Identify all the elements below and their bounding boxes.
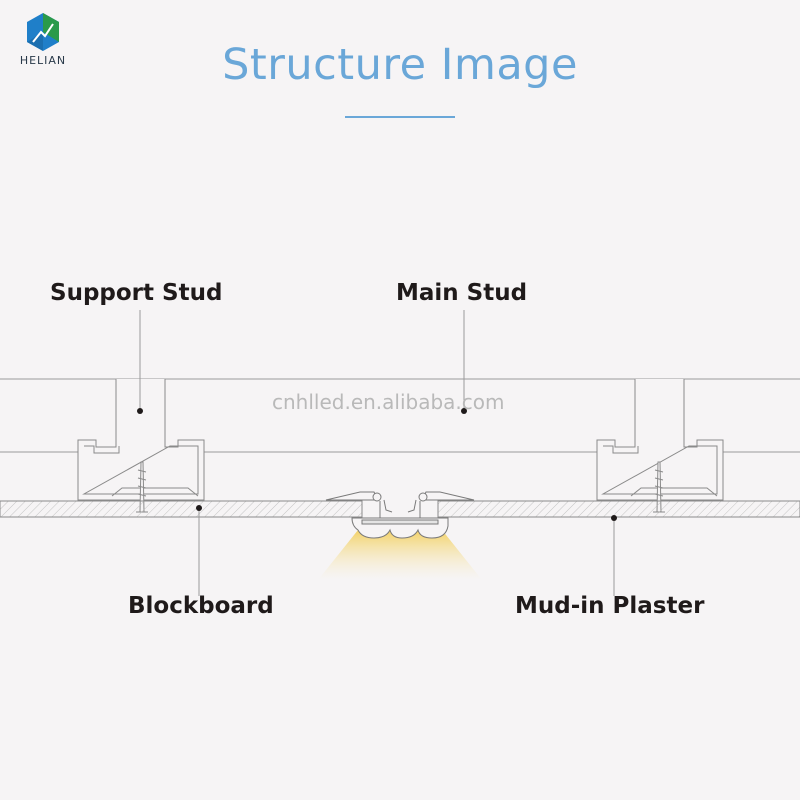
brand-logo: HELIAN <box>14 12 72 67</box>
main-stud-label: Main Stud <box>396 280 528 306</box>
title-underline <box>345 116 455 118</box>
support-stud-label: Support Stud <box>50 280 223 306</box>
led-profile <box>325 491 475 539</box>
blockboard-layer <box>0 500 800 518</box>
blockboard-label: Blockboard <box>128 593 274 619</box>
light-beam <box>318 530 482 580</box>
helian-logo-icon <box>27 13 59 51</box>
watermark: cnhlled.en.alibaba.com <box>272 390 505 414</box>
page-title: Structure Image <box>222 40 578 90</box>
support-stud-right <box>596 379 724 501</box>
mud-in-plaster-label: Mud-in Plaster <box>515 593 705 619</box>
leader-dots <box>137 408 617 521</box>
leader-lines <box>139 310 615 596</box>
brand-name: HELIAN <box>19 54 67 67</box>
